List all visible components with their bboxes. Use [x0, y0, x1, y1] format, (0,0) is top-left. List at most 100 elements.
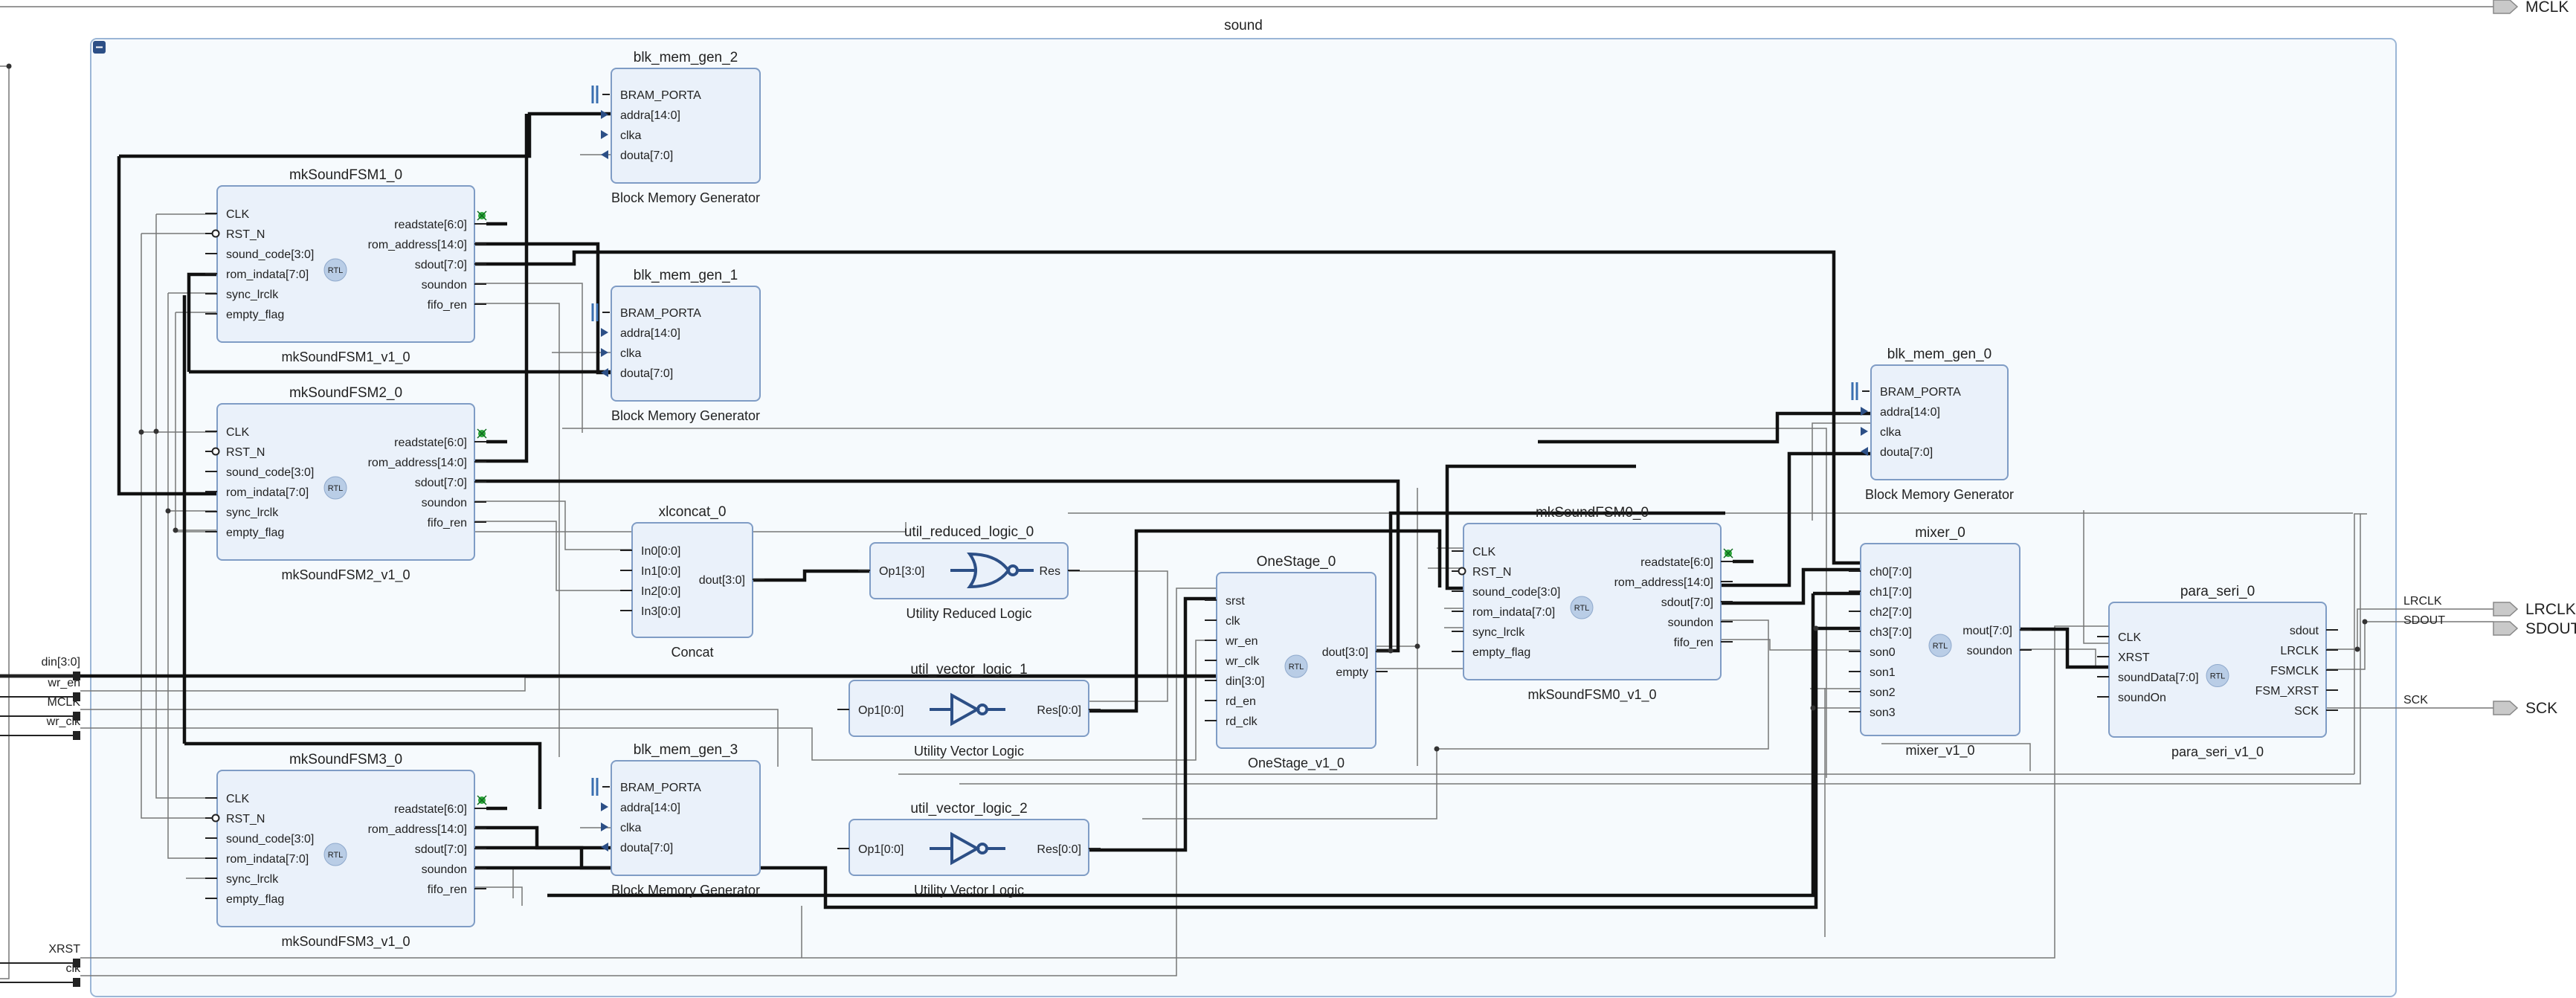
pin-dout[interactable]: dout[3:0] — [699, 574, 745, 587]
block-mksoundfsm1-0[interactable]: mkSoundFSM1_0mkSoundFSM1_v1_0CLKRST_Nsou… — [205, 167, 507, 365]
pin-rd-en[interactable]: rd_en — [1226, 695, 1256, 708]
pin-fsm-xrst[interactable]: FSM_XRST — [2255, 685, 2319, 698]
pin-in3[interactable]: In3[0:0] — [641, 605, 680, 618]
pin-sck[interactable]: SCK — [2294, 705, 2319, 718]
pin-op1[interactable]: Op1[0:0] — [858, 843, 904, 856]
pin-soundon[interactable]: soundon — [1967, 645, 2012, 657]
pin-sync-lrclk[interactable]: sync_lrclk — [226, 506, 279, 519]
port-wr-clk-input[interactable]: wr_clk — [0, 715, 81, 740]
pin-rom-address[interactable]: rom_address[14:0] — [368, 823, 467, 836]
pin-lrclk[interactable]: LRCLK — [2280, 645, 2319, 657]
port-clk-input[interactable]: clk — [0, 962, 81, 987]
pin-ch1[interactable]: ch1[7:0] — [1870, 586, 1912, 599]
pin-sync-lrclk[interactable]: sync_lrclk — [1472, 626, 1525, 639]
pin-rom-indata[interactable]: rom_indata[7:0] — [226, 853, 309, 866]
pin-rst-n[interactable]: RST_N — [226, 228, 265, 241]
pin-soundon[interactable]: soundon — [422, 863, 467, 876]
pin-ch0[interactable]: ch0[7:0] — [1870, 566, 1912, 579]
pin-res[interactable]: Res[0:0] — [1037, 843, 1081, 856]
pin-empty-flag[interactable]: empty_flag — [226, 527, 284, 539]
pin-ch2[interactable]: ch2[7:0] — [1870, 606, 1912, 619]
pin-soundon[interactable]: soundOn — [2118, 692, 2166, 704]
pin-rom-indata[interactable]: rom_indata[7:0] — [226, 268, 309, 281]
pin-rst-n[interactable]: RST_N — [226, 446, 265, 459]
pin-in2[interactable]: In2[0:0] — [641, 585, 680, 598]
pin-addra[interactable]: addra[14:0] — [620, 802, 680, 814]
pin-son1[interactable]: son1 — [1870, 666, 1896, 679]
pin-addra[interactable]: addra[14:0] — [620, 109, 680, 122]
block-body[interactable] — [1870, 364, 2009, 480]
port-xrst-input[interactable]: XRST — [0, 943, 80, 968]
block-body[interactable] — [611, 760, 761, 876]
block-body[interactable] — [849, 680, 1089, 737]
pin-son0[interactable]: son0 — [1870, 646, 1896, 659]
pin-bram-porta[interactable]: BRAM_PORTA — [620, 89, 701, 102]
pin-sdout[interactable]: sdout[7:0] — [415, 259, 467, 271]
pin-sdout[interactable]: sdout — [2290, 625, 2319, 637]
pin-sound-code[interactable]: sound_code[3:0] — [1472, 586, 1560, 599]
pin-addra[interactable]: addra[14:0] — [620, 327, 680, 340]
pin-sound-code[interactable]: sound_code[3:0] — [226, 248, 314, 261]
pin-clk[interactable]: CLK — [226, 426, 249, 439]
block-mixer-0[interactable]: mixer_0mixer_v1_0ch0[7:0]ch1[7:0]ch2[7:0… — [1849, 525, 2032, 759]
pin-sound-code[interactable]: sound_code[3:0] — [226, 466, 314, 479]
pin-addra[interactable]: addra[14:0] — [1880, 406, 1940, 419]
pin-mout[interactable]: mout[7:0] — [1962, 625, 2012, 637]
pin-res[interactable]: Res[0:0] — [1037, 704, 1081, 717]
pin-son2[interactable]: son2 — [1870, 686, 1896, 699]
pin-fifo-ren[interactable]: fifo_ren — [428, 517, 467, 529]
pin-rst-n[interactable]: RST_N — [1472, 566, 1511, 579]
port-din-input[interactable]: din[3:0] — [0, 656, 80, 680]
pin-ch3[interactable]: ch3[7:0] — [1870, 626, 1912, 639]
pin-rom-indata[interactable]: rom_indata[7:0] — [226, 486, 309, 499]
port-wr-en-input[interactable]: wr_en — [0, 677, 80, 701]
pin-op1[interactable]: Op1[3:0] — [879, 565, 924, 578]
pin-sdout[interactable]: sdout[7:0] — [415, 477, 467, 489]
pin-in1[interactable]: In1[0:0] — [641, 565, 680, 578]
pin-sync-lrclk[interactable]: sync_lrclk — [226, 873, 279, 886]
pin-sounddata[interactable]: soundData[7:0] — [2118, 672, 2199, 684]
pin-clk[interactable]: clk — [1226, 615, 1241, 628]
pin-douta[interactable]: douta[7:0] — [620, 367, 673, 380]
pin-sdout[interactable]: sdout[7:0] — [415, 843, 467, 856]
pin-rom-address[interactable]: rom_address[14:0] — [1614, 576, 1713, 589]
pin-soundon[interactable]: soundon — [422, 279, 467, 292]
pin-clka[interactable]: clka — [1880, 426, 1902, 439]
pin-sync-lrclk[interactable]: sync_lrclk — [226, 289, 279, 301]
pin-clk[interactable]: CLK — [226, 793, 249, 805]
pin-op1[interactable]: Op1[0:0] — [858, 704, 904, 717]
block-onestage-0[interactable]: OneStage_0OneStage_v1_0srstclkwr_enwr_cl… — [1205, 554, 1388, 771]
pin-in0[interactable]: In0[0:0] — [641, 545, 680, 558]
pin-rom-indata[interactable]: rom_indata[7:0] — [1472, 606, 1555, 619]
pin-rd-clk[interactable]: rd_clk — [1226, 715, 1258, 728]
pin-dout[interactable]: dout[3:0] — [1322, 646, 1368, 659]
collapse-button[interactable] — [93, 41, 106, 54]
pin-sound-code[interactable]: sound_code[3:0] — [226, 833, 314, 846]
block-xlconcat-0[interactable]: xlconcat_0ConcatIn0[0:0]In1[0:0]In2[0:0]… — [620, 504, 764, 660]
pin-rom-address[interactable]: rom_address[14:0] — [368, 457, 467, 469]
pin-clk[interactable]: CLK — [1472, 546, 1495, 558]
sound-group[interactable] — [90, 38, 2397, 997]
pin-readstate[interactable]: readstate[6:0] — [1640, 556, 1713, 569]
pin-empty-flag[interactable]: empty_flag — [226, 893, 284, 906]
block-mksoundfsm3-0[interactable]: mkSoundFSM3_0mkSoundFSM3_v1_0CLKRST_Nsou… — [205, 752, 507, 950]
port-mclk-output[interactable]: MCLK — [2493, 0, 2569, 16]
pin-clk[interactable]: CLK — [2118, 631, 2141, 644]
pin-readstate[interactable]: readstate[6:0] — [394, 219, 467, 231]
pin-clka[interactable]: clka — [620, 129, 642, 142]
block-mksoundfsm2-0[interactable]: mkSoundFSM2_0mkSoundFSM2_v1_0CLKRST_Nsou… — [205, 385, 507, 583]
port-mclk-input[interactable]: MCLK — [0, 696, 80, 721]
pin-douta[interactable]: douta[7:0] — [620, 842, 673, 854]
pin-din[interactable]: din[3:0] — [1226, 675, 1264, 688]
pin-soundon[interactable]: soundon — [1668, 616, 1713, 629]
pin-son3[interactable]: son3 — [1870, 706, 1896, 719]
block-para-seri-0[interactable]: para_seri_0para_seri_v1_0CLKXRSTsoundDat… — [2097, 584, 2338, 760]
